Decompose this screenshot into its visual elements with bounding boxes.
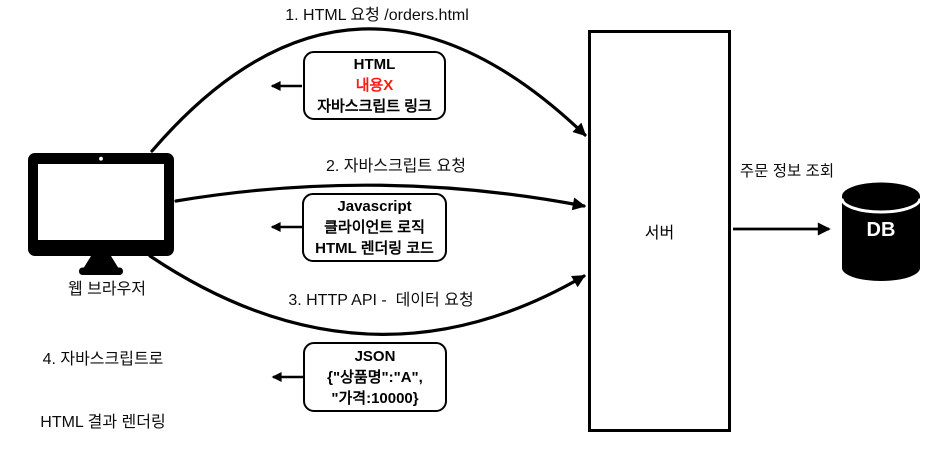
json-response-box: JSON {"상품명":"A", "가격:10000} <box>303 342 447 412</box>
browser-label: 웹 브라우저 <box>67 281 147 298</box>
flow1-label: 1. HTML 요청 /orders.html <box>285 7 469 24</box>
flow2-label: 2. 자바스크립트 요청 <box>326 158 466 175</box>
box-line: HTML 렌더링 코드 <box>315 240 434 257</box>
box-line: {"상품명":"A", <box>327 368 423 386</box>
request-arc-2-javascript <box>174 183 586 211</box>
web-browser-icon <box>28 153 174 275</box>
step4-line2: HTML 결과 렌더링 <box>40 414 166 431</box>
box-line: Javascript <box>337 198 412 215</box>
request-arc-1-html <box>150 27 587 153</box>
javascript-response-box: Javascript 클라이언트 로직 HTML 렌더링 코드 <box>302 193 447 262</box>
box-line: "가격:10000} <box>331 389 419 407</box>
step4-line1: 4. 자바스크립트로 <box>42 351 164 368</box>
request-arc-3-api <box>148 254 586 336</box>
html-response-box: HTML 내용X 자바스크립트 링크 <box>303 51 446 120</box>
server-box: 서버 <box>588 30 731 432</box>
box-line-highlight: 내용X <box>355 77 394 94</box>
box-line: JSON <box>354 347 396 365</box>
server-label: 서버 <box>644 225 675 242</box>
step4-label: 4. 자바스크립트로 HTML 결과 렌더링 <box>8 307 198 452</box>
flow3-label: 3. HTTP API - 데이터 요청 <box>288 292 474 309</box>
box-line: 자바스크립트 링크 <box>317 98 432 115</box>
box-line: 클라이언트 로직 <box>324 219 425 236</box>
db-label: DB <box>866 219 896 241</box>
db-query-label: 주문 정보 조회 <box>739 163 835 180</box>
database-icon <box>840 182 922 281</box>
box-line: HTML <box>353 56 396 73</box>
